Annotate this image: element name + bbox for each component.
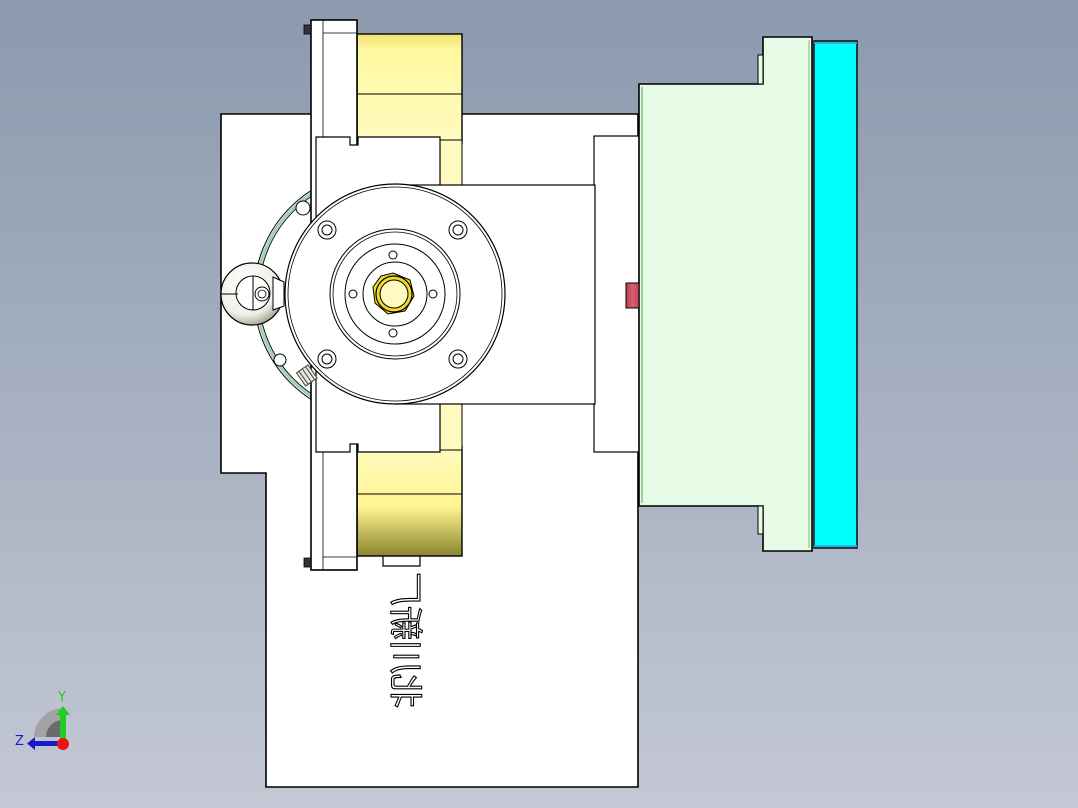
svg-text:北川新厂: 北川新厂 — [385, 572, 425, 708]
flange-bolt-holes — [317, 220, 468, 369]
bottom-clip — [382, 556, 421, 567]
axis-triad[interactable]: Y Z — [15, 690, 70, 750]
z-axis-arrow — [34, 741, 62, 746]
z-axis-label: Z — [15, 734, 24, 749]
y-axis-arrow — [60, 715, 66, 739]
y-axis-label: Y — [57, 690, 66, 705]
engraved-label: 北川新厂 — [384, 571, 425, 708]
x-axis-dot — [57, 738, 69, 750]
set-screw — [295, 364, 318, 387]
ring-hole-bottom — [273, 353, 287, 367]
red-indicator-button[interactable] — [625, 282, 640, 309]
ring-hole-top — [295, 200, 311, 216]
gearbox-body[interactable] — [638, 36, 813, 552]
motor-housing-bottom[interactable] — [356, 394, 463, 557]
eye-bolt[interactable] — [220, 262, 285, 326]
cyan-cover-plate[interactable] — [813, 40, 858, 549]
motor-housing-top[interactable] — [356, 33, 463, 196]
center-nut[interactable] — [372, 272, 415, 315]
